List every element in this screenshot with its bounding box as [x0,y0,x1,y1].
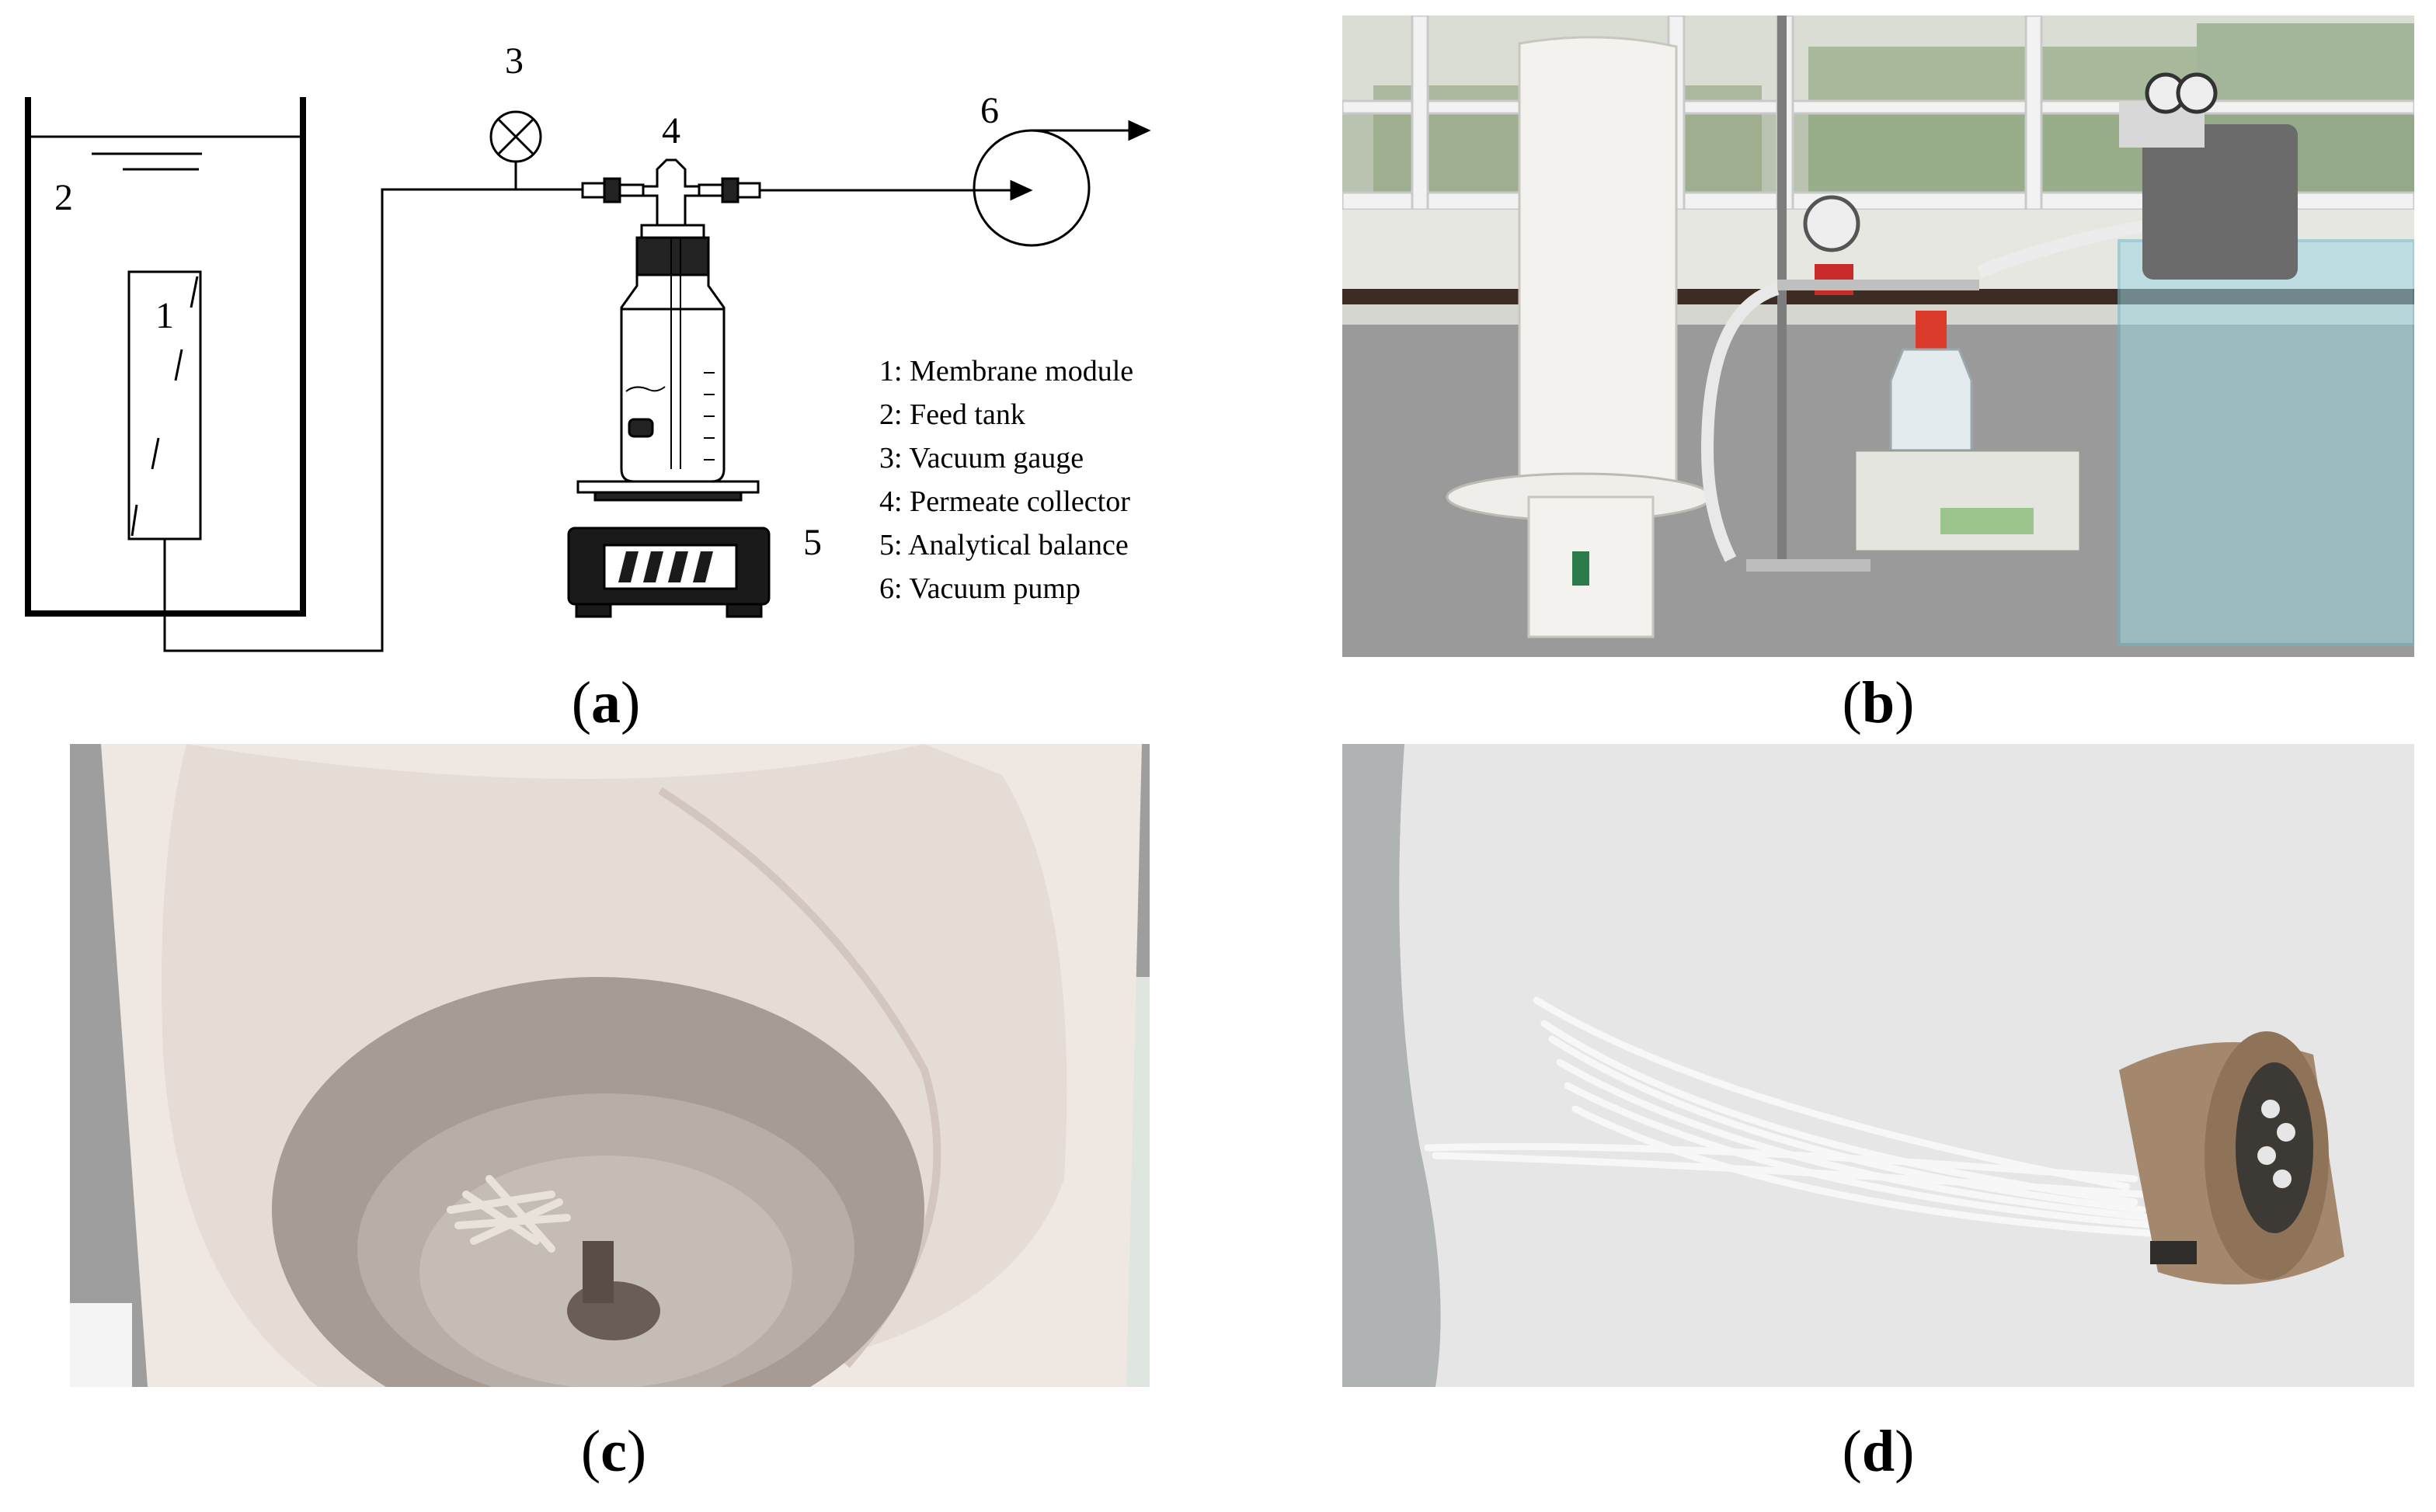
caption-c: (c) [580,1419,647,1484]
caption-d: (d) [1842,1419,1915,1484]
legend-item: 2: Feed tank [879,398,1025,431]
fiber-module-photo [1342,744,2414,1387]
label-2: 2 [54,177,73,218]
vacuum-pump [971,120,1151,247]
legend-item: 3: Vacuum gauge [879,442,1084,474]
label-1: 1 [155,295,174,336]
panel-c-photo [70,744,1150,1387]
legend-item: 5: Analytical balance [879,529,1129,561]
feed-tank [25,97,306,617]
legend-item: 1: Membrane module [879,355,1133,388]
label-3: 3 [505,40,524,82]
feed-column [1446,36,1713,638]
component-legend: 1: Membrane module 2: Feed tank 3: Vacuu… [879,355,1133,605]
caption-a: (a) [571,670,641,735]
module-end-cap [2119,1031,2344,1284]
lab-setup-photo [1342,16,2414,657]
vacuum-gauge [489,110,542,163]
analytical-balance [567,480,771,618]
panel-d-photo [1342,744,2414,1387]
panel-b-photo [1342,16,2414,657]
legend-item: 4: Permeate collector [879,485,1130,518]
label-4: 4 [662,110,680,151]
schematic-diagram: 1 2 3 4 5 6 1: Membrane module 2: Feed t… [25,40,1151,652]
submerged-module [447,1175,660,1340]
panel-a-schematic: 1 2 3 4 5 6 1: Membrane module 2: Feed t… [0,0,1212,668]
caption-b: (b) [1842,670,1915,735]
label-6: 6 [980,90,999,131]
tank-interior-photo [70,744,1150,1387]
component-numbers: 1 2 3 4 5 6 [54,40,999,563]
label-5: 5 [803,522,822,563]
permeate-collector [581,158,761,483]
legend-item: 6: Vacuum pump [879,572,1081,605]
hollow-fibers [1424,996,2162,1237]
feed-line [163,188,583,652]
